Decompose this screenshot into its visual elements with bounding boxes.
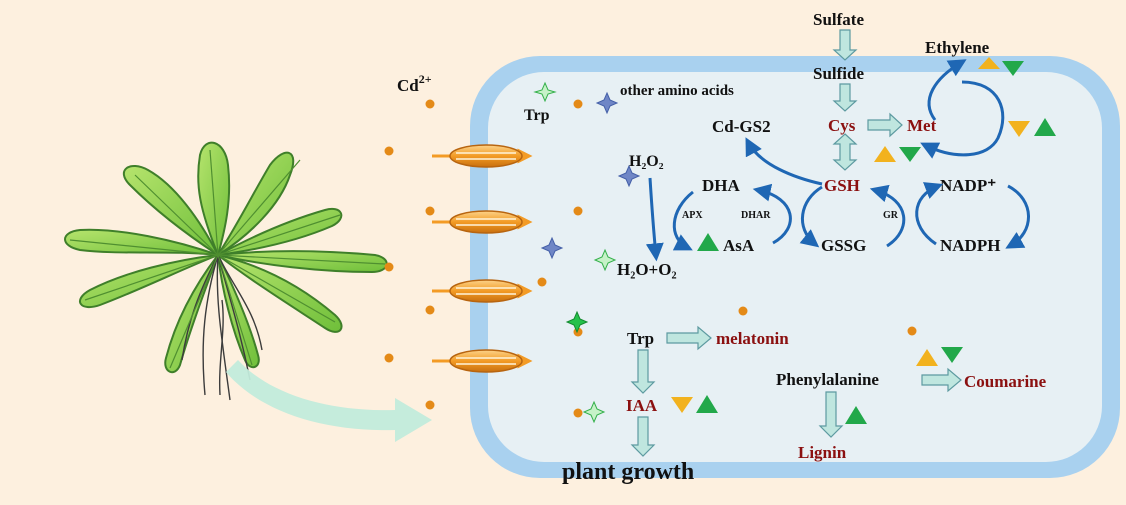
phenylalanine-to-lignin-arrow [818, 391, 844, 438]
cd-ion-dot-icon [738, 306, 748, 316]
sparkle-star-icon [617, 164, 641, 188]
cd-ion-dot-icon [573, 206, 583, 216]
svg-text:Cd2+: Cd2+ [397, 72, 432, 95]
sparkle-star-icon [582, 400, 606, 424]
cd-ion-dots-outside [384, 99, 435, 410]
ethylene-label: Ethylene [925, 38, 990, 57]
h2o2-to-water-arrow [645, 177, 664, 262]
transporter-group [432, 144, 533, 373]
iaa-label: IAA [626, 396, 658, 415]
cd-label: Cd [397, 76, 419, 95]
sparkle-star-icon [595, 91, 619, 115]
dhar-label: DHAR [741, 210, 771, 221]
transporter-icon [432, 349, 533, 373]
phenylalanine-to-coumarine-arrow [921, 367, 962, 393]
cd-ion-dot-icon [425, 99, 435, 109]
cd-ion-dot-icon [425, 206, 435, 216]
cd-ion-dot-icon [384, 262, 394, 272]
asa-up-triangle-icon [697, 233, 719, 251]
cd-ion-dot-icon [425, 400, 435, 410]
met-cycle-to-ethylene-arrow [927, 59, 967, 121]
nadp-label: NADP⁺ [940, 176, 996, 195]
melatonin-label: melatonin [716, 329, 789, 348]
iaa-down-triangle-icon [671, 397, 693, 413]
plant-growth-label: plant growth [562, 459, 694, 485]
ethylene-down-triangle-icon [978, 57, 1000, 69]
other-amino-acids-label: other amino acids [620, 83, 734, 99]
met-yellow-triangle-icon [1008, 121, 1030, 137]
iaa-to-growth-arrow [630, 416, 656, 457]
cd-ion-dot-icon [425, 305, 435, 315]
sulfate-to-sulfide-arrow [832, 29, 858, 61]
regulation-markers [671, 57, 1056, 424]
h2o-o2-label: H₂O+O₂ [617, 260, 677, 279]
cd-ion-dot-icon [384, 146, 394, 156]
trp-to-melatonin-arrow [666, 325, 712, 351]
gssg-label: GSSG [821, 236, 866, 255]
cd-charge-label: 2+ [419, 72, 432, 86]
gsh-yellow-triangle-icon [874, 146, 896, 162]
cys-to-met-arrow [867, 112, 903, 138]
asa-label: AsA [723, 236, 755, 255]
sparkle-star-icon [565, 310, 589, 334]
transporter-icon [432, 279, 533, 303]
sparkle-star-icon [593, 248, 617, 272]
trp-label-top: Trp [524, 107, 550, 124]
trp-label-mid: Trp [627, 329, 654, 348]
transporter-icon [432, 144, 533, 168]
gssg-to-gsh-arrow [869, 184, 906, 248]
sulfate-label: Sulfate [813, 10, 864, 29]
blue-arrows [645, 59, 1030, 262]
cys-gsh-double-arrow [832, 133, 858, 171]
iaa-up-triangle-icon [696, 395, 718, 413]
nadp-to-nadph-arrow [1005, 184, 1030, 249]
cd-ion-dot-icon [907, 326, 917, 336]
met-cycle-loop-arrow [920, 80, 1005, 159]
plant-icon [64, 141, 388, 401]
coumarine-yellow-triangle-icon [916, 349, 938, 366]
sparkle-stars [533, 81, 641, 424]
gsh-green-triangle-icon [899, 147, 921, 162]
gsh-to-cdgs2-arrow [745, 137, 823, 186]
met-green-triangle-icon [1034, 118, 1056, 136]
coumarine-label: Coumarine [964, 372, 1047, 391]
lignin-up-triangle-icon [845, 406, 867, 424]
apx-label: APX [682, 210, 703, 221]
cell-cytoplasm [488, 72, 1102, 462]
cd-ion-dots-inside [537, 99, 917, 418]
trp-to-iaa-arrow [630, 349, 656, 394]
lignin-label: Lignin [798, 443, 847, 462]
asa-to-dha-arrow [752, 183, 792, 245]
cys-label: Cys [828, 116, 856, 135]
nadph-label: NADPH [940, 236, 1000, 255]
dha-asa-cycle-arrow [672, 190, 694, 251]
sulfide-to-cys-arrow [832, 83, 858, 112]
sparkle-star-icon [540, 236, 564, 260]
gsh-to-gssg-arrow [799, 185, 823, 248]
cd-gs2-label: Cd-GS2 [712, 117, 771, 136]
cd-ion-dot-icon [384, 353, 394, 363]
h2o2-label: H₂O₂ [629, 153, 664, 170]
sulfide-label: Sulfide [813, 64, 864, 83]
phenylalanine-label: Phenylalanine [776, 370, 879, 389]
teal-arrows [630, 29, 962, 457]
met-label: Met [907, 116, 937, 135]
cd-ion-dot-icon [573, 408, 583, 418]
cd-ion-dot-icon [537, 277, 547, 287]
gsh-label: GSH [824, 176, 860, 195]
sparkle-star-icon [533, 81, 557, 103]
dha-label: DHA [702, 176, 741, 195]
nadph-to-nadp-arrow [915, 182, 944, 246]
gr-label: GR [883, 210, 899, 221]
transporter-icon [432, 210, 533, 234]
coumarine-green-triangle-icon [941, 347, 963, 363]
root-uptake-arrow [226, 360, 432, 442]
ethylene-up-triangle-icon [1002, 61, 1024, 76]
cd-ion-dot-icon [573, 99, 583, 109]
